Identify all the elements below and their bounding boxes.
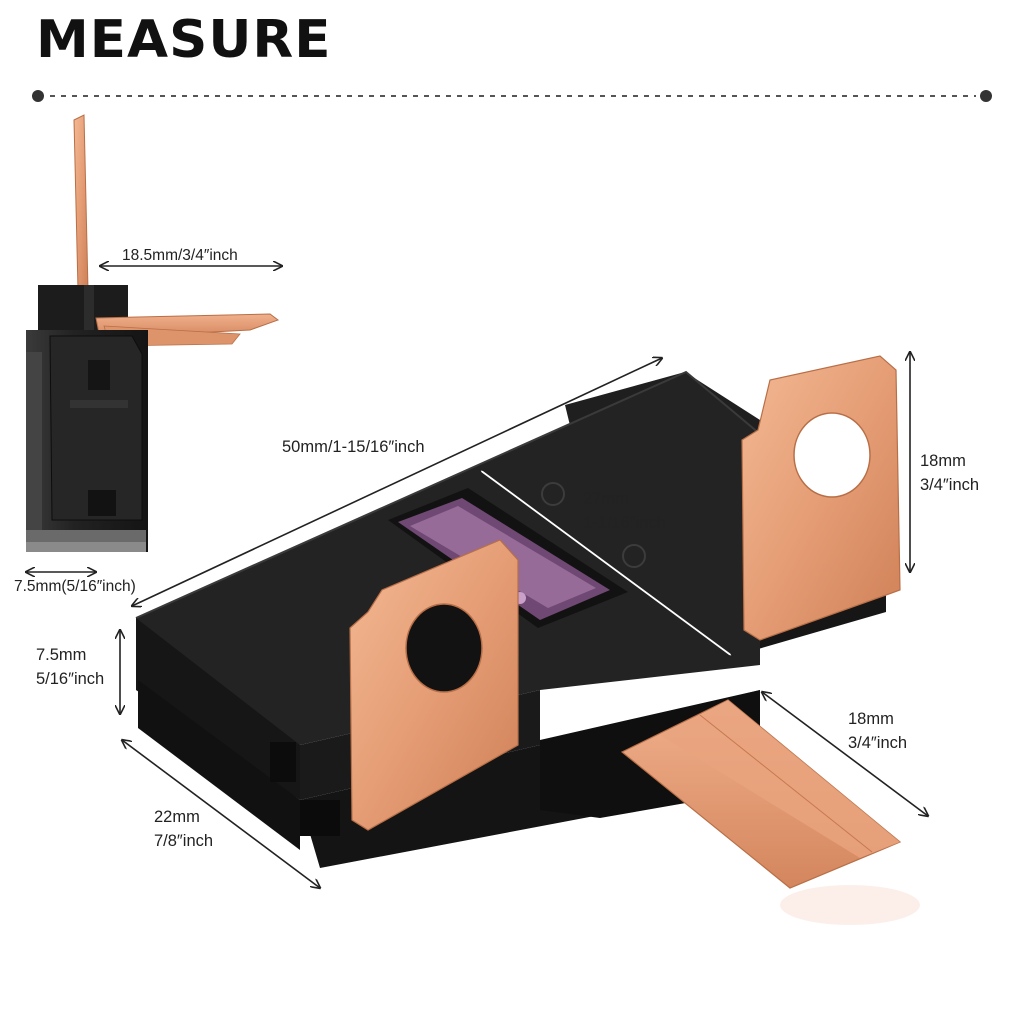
arrow-length (132, 358, 662, 606)
label-length: 50mm/1-15/16″inch (282, 438, 425, 456)
label-depth-mm: 22mm (154, 808, 200, 826)
label-depth: 22mm 7/8″inch (154, 806, 213, 854)
arrow-depth (122, 740, 320, 888)
label-side-width: 18.5mm/3/4″inch (122, 247, 238, 264)
label-blade-length: 18mm 3/4″inch (848, 708, 907, 756)
label-depth-inch: 7/8″inch (154, 831, 214, 850)
page-title: MEASURE (36, 10, 332, 70)
label-thickness-inch: 5/16″inch (36, 669, 105, 688)
label-thickness-mm: 7.5mm (36, 646, 87, 664)
main-fuse (135, 355, 920, 925)
label-side-depth: 7.5mm(5/16″inch) (14, 578, 136, 595)
label-terminal-height-mm: 18mm (920, 452, 966, 470)
label-blade-length-inch: 3/4″inch (848, 733, 908, 752)
side-view-fuse (26, 114, 280, 552)
arrow-blade-length (762, 692, 928, 816)
label-window-inch: 1-1/16″inch (583, 513, 666, 532)
label-thickness: 7.5mm 5/16″inch (36, 644, 104, 692)
label-terminal-height-inch: 3/4″inch (920, 475, 980, 494)
arrow-window (480, 470, 732, 656)
label-window: 27mm 1-1/16″inch (583, 488, 666, 536)
label-terminal-height: 18mm 3/4″inch (920, 450, 979, 498)
label-blade-length-mm: 18mm (848, 710, 894, 728)
separator-line (32, 90, 992, 102)
label-window-mm: 27mm (583, 490, 629, 508)
dimension-arrows (26, 266, 928, 888)
